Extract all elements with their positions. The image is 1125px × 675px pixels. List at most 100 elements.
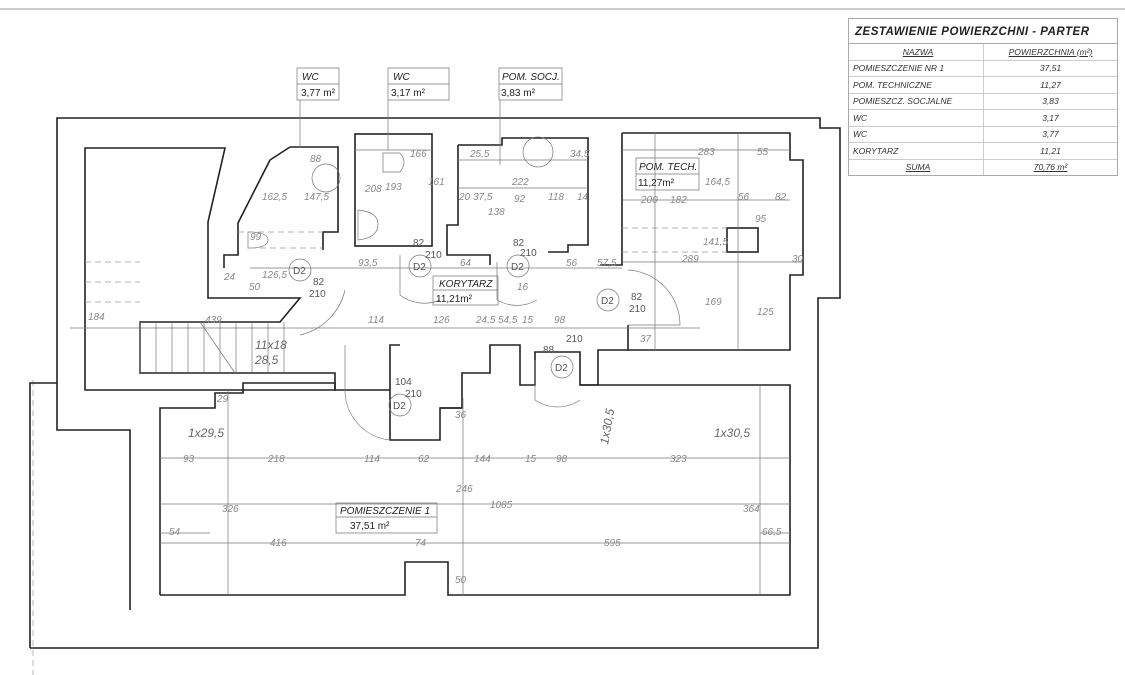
svg-text:144: 144 [474,454,491,465]
wc1-walls [223,146,339,268]
svg-text:99: 99 [250,232,262,243]
svg-text:95: 95 [755,214,767,225]
svg-text:147,5: 147,5 [304,192,329,203]
svg-text:29: 29 [216,394,229,405]
row-area: 11,21 [1040,145,1061,156]
svg-text:222: 222 [511,177,529,188]
svg-text:62: 62 [418,454,430,465]
room-label-pom1: POMIESZCZENIE 1 37,51 m² [335,502,438,534]
wc2-walls [354,133,433,247]
row-name: POMIESZCZENIE NR 1 [849,60,984,76]
svg-text:439: 439 [205,315,222,326]
svg-text:D2: D2 [511,262,524,273]
room-label-wc2: WC 3,17 m² [387,67,450,150]
svg-text:D2: D2 [293,266,306,277]
svg-text:WC: WC [302,72,319,83]
row-area: 3,77 [1042,129,1059,140]
svg-text:161: 161 [428,177,445,188]
room1-walls [159,382,791,596]
svg-text:88: 88 [543,345,555,356]
svg-text:56: 56 [566,258,578,269]
svg-text:210: 210 [405,389,422,400]
window-label: 1x30,5 [714,426,750,440]
svg-text:82: 82 [775,192,787,203]
row-name: POM. TECHNICZNE [849,77,984,93]
header-name: NAZWA [849,44,984,60]
svg-text:37,51 m²: 37,51 m² [350,521,390,532]
svg-text:200: 200 [640,195,658,206]
svg-text:118: 118 [548,192,564,203]
dimension-labels: 166 161 208 193 147,5 88 162,5 99 126,5 … [88,147,804,586]
svg-text:326: 326 [222,504,239,515]
svg-text:210: 210 [629,304,646,315]
svg-text:210: 210 [566,334,583,345]
svg-text:210: 210 [520,248,537,259]
svg-text:30: 30 [792,254,804,265]
row-area: 3,83 [1042,96,1059,107]
svg-text:57,5: 57,5 [597,258,617,269]
svg-text:208: 208 [364,184,382,195]
svg-text:34,5: 34,5 [570,149,590,160]
svg-text:24,5: 24,5 [475,315,496,326]
svg-text:25,5: 25,5 [469,149,490,160]
row-name: WC [849,126,984,142]
svg-text:210: 210 [309,289,326,300]
svg-text:182: 182 [670,195,687,206]
room-label-tech: POM. TECH. 11,27m² [635,157,700,191]
svg-text:210: 210 [425,250,442,261]
svg-text:66,5: 66,5 [762,527,782,538]
sink-icon [522,136,554,168]
row-area: 11,27 [1040,79,1061,90]
svg-text:1085: 1085 [490,500,513,511]
svg-text:114: 114 [364,454,380,465]
svg-text:88: 88 [310,154,322,165]
washbasin-icon [357,209,379,241]
window-label: 1x30,5 [597,407,617,445]
svg-text:193: 193 [385,182,402,193]
toilet-icon [382,152,405,173]
svg-text:138: 138 [488,207,505,218]
svg-text:24: 24 [223,272,236,283]
svg-text:20: 20 [458,192,471,203]
stairs [85,261,285,374]
svg-text:36: 36 [455,410,467,421]
svg-text:3,83 m²: 3,83 m² [501,88,536,99]
svg-text:92: 92 [514,194,526,205]
svg-text:166: 166 [410,149,427,160]
svg-text:3,77 m²: 3,77 m² [301,88,336,99]
stairs-tread: 28,5 [254,353,279,367]
table-header: NAZWA POWIERZCHNIA (m²) [849,44,1117,61]
svg-text:POM. SOCJ.: POM. SOCJ. [502,72,560,83]
svg-text:82: 82 [513,238,525,249]
door-swings [299,255,681,441]
row-name: WC [849,110,984,126]
svg-text:11,27m²: 11,27m² [638,178,675,189]
svg-text:114: 114 [368,315,384,326]
room-label-socj: POM. SOCJ. 3,83 m² [498,67,563,165]
svg-text:37,5: 37,5 [473,192,493,203]
corridor-walls [389,344,628,441]
svg-text:416: 416 [270,538,287,549]
stair-block [84,147,336,391]
header-area: POWIERZCHNIA (m²) [1008,46,1093,57]
svg-text:D2: D2 [413,262,426,273]
row-name: KORYTARZ [849,143,984,159]
svg-text:104: 104 [395,377,412,388]
svg-text:50: 50 [455,575,467,586]
shaft-box [726,227,759,253]
svg-text:164,5: 164,5 [705,177,730,188]
svg-text:D2: D2 [555,363,568,374]
svg-text:82: 82 [631,292,643,303]
svg-text:162,5: 162,5 [262,192,287,203]
svg-text:KORYTARZ: KORYTARZ [439,279,493,290]
svg-text:169: 169 [705,297,722,308]
svg-text:141,5: 141,5 [703,237,728,248]
table-row: KORYTARZ 11,21 [849,143,1117,160]
svg-text:82: 82 [313,277,325,288]
area-summary-table: ZESTAWIENIE POWIERZCHNI - PARTER NAZWA P… [848,18,1118,176]
svg-text:98: 98 [556,454,568,465]
